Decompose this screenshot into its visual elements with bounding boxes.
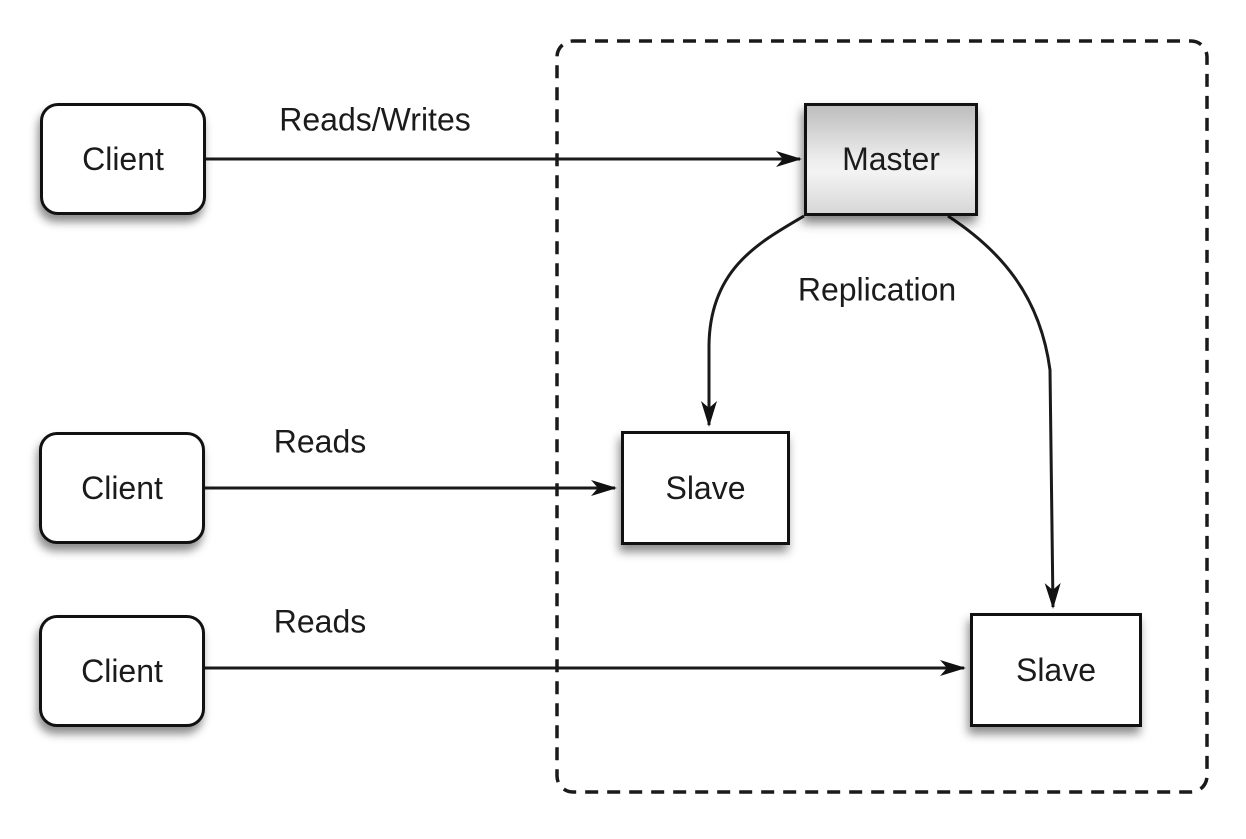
reads-writes-label: Reads/Writes bbox=[279, 101, 471, 138]
client-node-1: Client bbox=[40, 103, 206, 215]
replication-label: Replication bbox=[797, 271, 957, 308]
slave-node-1: Slave bbox=[621, 431, 790, 545]
reads-label-mid: Reads bbox=[273, 423, 367, 460]
replication-arrow-left bbox=[701, 214, 805, 427]
client-node-3: Client bbox=[39, 615, 205, 727]
slave-node-1-label: Slave bbox=[665, 469, 746, 506]
master-node: Master bbox=[804, 103, 978, 216]
replication-arrow-right bbox=[947, 214, 1061, 609]
slave-node-2: Slave bbox=[970, 613, 1142, 727]
client-node-1-label: Client bbox=[82, 140, 164, 177]
client-node-2-label: Client bbox=[81, 469, 163, 506]
master-node-label: Master bbox=[842, 141, 940, 177]
reads-label-bottom: Reads bbox=[273, 603, 367, 640]
client-node-3-label: Client bbox=[81, 652, 163, 689]
slave-node-2-label: Slave bbox=[1015, 651, 1097, 688]
cluster-dashed-boundary bbox=[555, 39, 1209, 794]
client-node-2: Client bbox=[39, 432, 205, 544]
